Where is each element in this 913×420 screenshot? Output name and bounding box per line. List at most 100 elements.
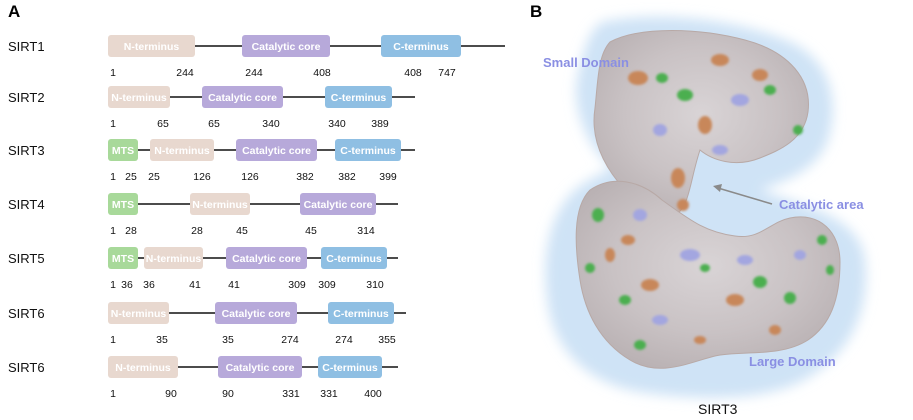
residue-position: 408: [313, 67, 331, 79]
catalytic-area-arrowhead: [713, 184, 722, 192]
residue-position: 389: [371, 118, 389, 130]
domain-label: C-terminus: [326, 253, 382, 265]
residue-position: 90: [222, 388, 234, 400]
domain-box-n-terminus: [190, 193, 250, 215]
domain-label: N-terminus: [192, 199, 248, 211]
residue-position: 747: [438, 67, 456, 79]
large-domain-label: Large Domain: [749, 354, 836, 369]
domain-label: Catalytic core: [304, 199, 373, 211]
residue-position: 1: [110, 388, 116, 400]
domain-box-n-terminus: [144, 247, 203, 269]
residue-position: 126: [193, 171, 211, 183]
residue-position: 28: [125, 225, 137, 237]
catalytic-area-label: Catalytic area: [779, 197, 864, 212]
domain-label: C-terminus: [333, 308, 389, 320]
protein-row-7: SIRT6 N-terminus Catalytic core C-terminus 1…: [8, 356, 398, 400]
large-domain-surface: [575, 180, 841, 369]
domain-label: Catalytic core: [242, 145, 311, 157]
residue-position: 1: [110, 67, 116, 79]
residue-position: 355: [378, 334, 396, 346]
residue-position: 1: [110, 118, 116, 130]
domain-label: N-terminus: [154, 145, 210, 157]
domain-label: C-terminus: [322, 362, 378, 374]
domain-box-c-terminus: [335, 139, 401, 161]
protein-name: SIRT4: [8, 197, 45, 212]
domain-box-n-terminus: [108, 356, 178, 378]
domain-label: MTS: [112, 253, 134, 265]
residue-position: 65: [208, 118, 220, 130]
residue-position: 310: [366, 279, 384, 291]
protein-name: SIRT6: [8, 360, 45, 375]
domain-box-c-terminus: [321, 247, 387, 269]
domain-label: Catalytic core: [226, 362, 295, 374]
residue-position: 1: [110, 334, 116, 346]
residue-position: 36: [121, 279, 133, 291]
domain-label: Catalytic core: [208, 92, 277, 104]
domain-box-catalytic-core: [202, 86, 283, 108]
residue-position: 244: [176, 67, 194, 79]
residue-position: 340: [328, 118, 346, 130]
residue-position: 382: [338, 171, 356, 183]
residue-position: 309: [288, 279, 306, 291]
domain-label: MTS: [112, 145, 134, 157]
domain-label: N-terminus: [124, 41, 180, 53]
domain-box-catalytic-core: [226, 247, 307, 269]
residue-position: 45: [305, 225, 317, 237]
structure-caption: SIRT3: [698, 401, 738, 417]
residue-position: 25: [125, 171, 137, 183]
residue-position: 1: [110, 225, 116, 237]
domain-label: Catalytic core: [232, 253, 301, 265]
domain-label: C-terminus: [331, 92, 387, 104]
domain-box-mts: [108, 247, 138, 269]
domain-box-catalytic-core: [215, 302, 297, 324]
domain-box-n-terminus: [108, 35, 195, 57]
residue-position: 41: [189, 279, 201, 291]
residue-position: 25: [148, 171, 160, 183]
domain-box-c-terminus: [325, 86, 392, 108]
residue-position: 1: [110, 171, 116, 183]
protein-name: SIRT6: [8, 306, 45, 321]
residue-position: 244: [245, 67, 263, 79]
protein-name: SIRT1: [8, 39, 45, 54]
residue-position: 314: [357, 225, 375, 237]
domain-label: N-terminus: [146, 253, 202, 265]
residue-position: 408: [404, 67, 422, 79]
protein-row-4: SIRT4 MTS N-terminus Catalytic core 1 28 28 45 4…: [8, 193, 398, 237]
domain-box-catalytic-core: [242, 35, 330, 57]
domain-box-c-terminus: [328, 302, 394, 324]
domain-box-c-terminus: [318, 356, 382, 378]
panel-b-letter: B: [530, 2, 542, 21]
protein-name: SIRT2: [8, 90, 45, 105]
domain-box-catalytic-core: [218, 356, 302, 378]
sirt3-structure-illustration: Small Domain Catalytic area Large Domain…: [543, 16, 866, 417]
domain-box-mts: [108, 193, 138, 215]
hydrophobic-patches: [605, 54, 781, 344]
residue-position: 274: [335, 334, 353, 346]
domain-box-mts: [108, 139, 138, 161]
small-domain-label: Small Domain: [543, 55, 629, 70]
residue-position: 36: [143, 279, 155, 291]
residue-position: 331: [320, 388, 338, 400]
residue-position: 41: [228, 279, 240, 291]
domain-label: MTS: [112, 199, 134, 211]
residue-position: 45: [236, 225, 248, 237]
charged-patches: [633, 94, 806, 325]
residue-position: 90: [165, 388, 177, 400]
residue-position: 1: [110, 279, 116, 291]
residue-position: 28: [191, 225, 203, 237]
domain-box-n-terminus: [108, 302, 169, 324]
domain-label: C-terminus: [340, 145, 396, 157]
residue-position: 340: [262, 118, 280, 130]
domain-label: N-terminus: [111, 308, 167, 320]
residue-position: 126: [241, 171, 259, 183]
domain-box-catalytic-core: [236, 139, 317, 161]
domain-label: N-terminus: [115, 362, 171, 374]
catalytic-area-arrow: [717, 187, 773, 205]
polar-patches: [585, 73, 834, 350]
